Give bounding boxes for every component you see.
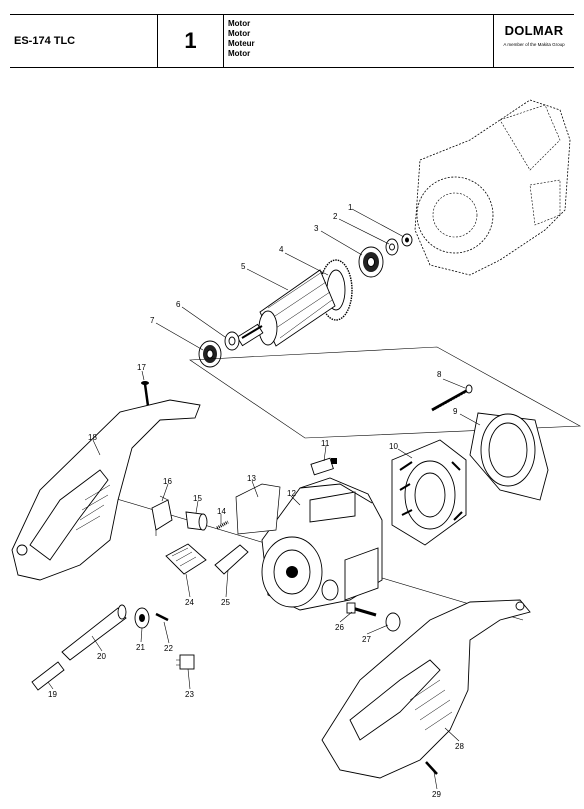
callout-23: 23 <box>185 690 194 699</box>
filter-part-24 <box>165 543 207 575</box>
stator-part-10 <box>391 439 467 546</box>
callout-7: 7 <box>150 316 155 325</box>
callout-9: 9 <box>453 407 458 416</box>
callout-2: 2 <box>333 212 338 221</box>
callout-11: 11 <box>321 439 330 448</box>
callout-21: 21 <box>136 643 145 652</box>
callout-14: 14 <box>217 507 226 516</box>
dolmar-logo: DOLMAR A member of the Makita Group <box>494 15 574 67</box>
knob-part-21 <box>134 607 150 629</box>
cap-part-25 <box>214 544 249 575</box>
cover-part-13 <box>235 483 281 535</box>
callout-16: 16 <box>163 477 172 486</box>
callout-22: 22 <box>164 644 173 653</box>
parts-header: ES-174 TLC 1 Motor Motor Moteur Motor DO… <box>10 14 574 68</box>
screw-part-8 <box>431 384 473 412</box>
handle-half-part-28 <box>321 599 531 779</box>
cylinder-part-15 <box>185 511 208 531</box>
callout-labels: 1 2 3 4 5 6 7 8 9 10 11 12 13 14 15 16 1… <box>48 203 464 799</box>
callout-1: 1 <box>348 203 353 212</box>
callout-28: 28 <box>455 742 464 751</box>
callout-15: 15 <box>193 494 202 503</box>
bracket-part-16 <box>151 495 173 536</box>
brush-plate-part-9 <box>469 412 549 501</box>
washer-part-2 <box>385 238 399 256</box>
callout-5: 5 <box>241 262 246 271</box>
title-de: Motor <box>228 19 251 28</box>
title-en: Motor <box>228 29 251 38</box>
page-number: 1 <box>158 15 224 67</box>
screw-part-22 <box>155 612 169 622</box>
armature-fan-part-4-5 <box>236 259 353 347</box>
callout-4: 4 <box>279 245 284 254</box>
title-fr: Moteur <box>228 39 255 48</box>
assembly-guide-upper <box>189 346 582 439</box>
callout-13: 13 <box>247 474 256 483</box>
callout-10: 10 <box>389 442 398 451</box>
callout-25: 25 <box>221 598 230 607</box>
callout-27: 27 <box>362 635 371 644</box>
callout-19: 19 <box>48 690 57 699</box>
callout-leaders <box>47 208 481 790</box>
grip-part-20 <box>61 604 127 661</box>
callout-8: 8 <box>437 370 442 379</box>
gearbox-housing <box>414 99 571 276</box>
title-es: Motor <box>228 49 251 58</box>
nut-part-1 <box>401 233 413 247</box>
motor-housing-part-12 <box>261 477 383 611</box>
screw-part-26 <box>346 602 377 617</box>
screw-part-29 <box>425 761 438 775</box>
callout-12: 12 <box>287 489 296 498</box>
button-part-27 <box>385 612 401 632</box>
callout-18: 18 <box>88 433 97 442</box>
callout-26: 26 <box>335 623 344 632</box>
bearing-part-3 <box>358 246 384 278</box>
callout-6: 6 <box>176 300 181 309</box>
logo-subtitle: A member of the Makita Group <box>503 42 565 47</box>
plug-part-23 <box>176 654 195 670</box>
switch-part-11 <box>310 457 337 476</box>
handle-half-part-18 <box>11 399 201 581</box>
callout-24: 24 <box>185 598 194 607</box>
spring-part-14 <box>216 520 229 530</box>
model-name: ES-174 TLC <box>10 15 158 67</box>
washer-part-6 <box>224 331 240 351</box>
callout-3: 3 <box>314 224 319 233</box>
pin-part-19 <box>31 661 65 691</box>
callout-17: 17 <box>137 363 146 372</box>
callout-20: 20 <box>97 652 106 661</box>
callout-29: 29 <box>432 790 441 799</box>
screw-part-17 <box>141 381 150 407</box>
section-titles: Motor Motor Moteur Motor <box>224 15 494 67</box>
bearing-part-7 <box>198 340 222 368</box>
logo-text: DOLMAR <box>504 23 564 38</box>
